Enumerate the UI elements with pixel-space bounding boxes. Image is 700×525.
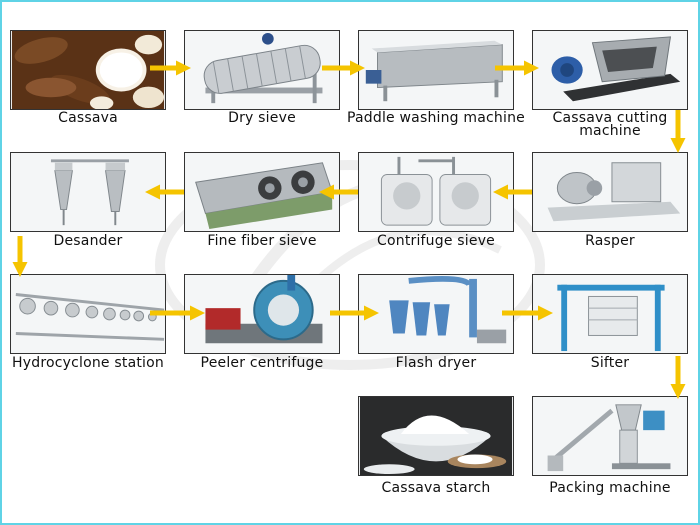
image-border	[0, 0, 700, 525]
process-flow-diagram: Cassava Dry sieve	[0, 0, 700, 525]
